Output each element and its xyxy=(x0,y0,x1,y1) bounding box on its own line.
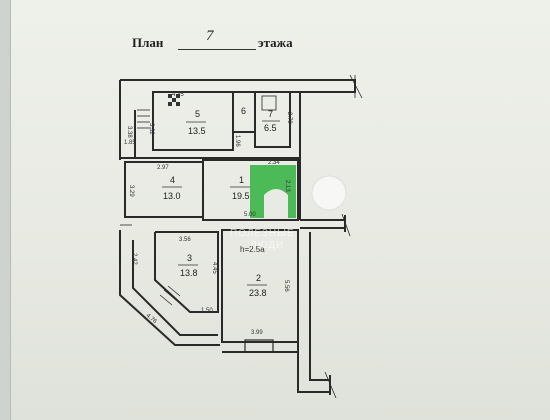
room-1-number: 1 xyxy=(239,175,244,185)
dim-label: 1.96 xyxy=(234,135,240,147)
floor-underline xyxy=(178,49,256,50)
floor-label: этажа xyxy=(258,35,293,50)
room-2-area: 23.8 xyxy=(249,288,267,298)
height-label: h=2.5a xyxy=(240,245,265,254)
watermark-line1: ПОЛЕЗНЫЕ xyxy=(230,228,295,239)
dim-label: 5.00 xyxy=(244,212,256,218)
room-4-area: 13.0 xyxy=(163,191,181,201)
room-7-number: 7 xyxy=(268,109,273,119)
room-2-number: 2 xyxy=(256,273,261,283)
dim-label: 4.45 xyxy=(211,262,217,274)
dim-label: 2.34 xyxy=(268,160,280,166)
room-6-number: 6 xyxy=(241,106,246,116)
dim-label: 2.13 xyxy=(284,180,290,192)
dim-label: 3.32 xyxy=(148,123,154,135)
dim-label: 5.56 xyxy=(283,280,289,292)
plan-label: План xyxy=(132,35,164,50)
room-4-number: 4 xyxy=(170,175,175,185)
dim-label: 4.35 xyxy=(172,92,184,98)
dim-label: 1.50 xyxy=(201,308,213,314)
dim-label: 2.79 xyxy=(286,112,292,124)
dim-label: 4.76 xyxy=(145,313,158,326)
dim-label: 3.56 xyxy=(179,237,191,243)
room-7-area: 6.5 xyxy=(264,123,277,133)
room-5-area: 13.5 xyxy=(188,126,206,136)
room-3-area: 13.8 xyxy=(180,268,198,278)
room-5-number: 5 xyxy=(195,109,200,119)
floor-number: 7 xyxy=(206,28,214,44)
room-1-area: 19.5 xyxy=(232,191,250,201)
dim-label: 1.85 xyxy=(124,140,136,146)
dim-label: 3.38 xyxy=(126,126,132,138)
floor-plan-sheet xyxy=(10,0,550,420)
dim-label: 2.97 xyxy=(157,165,169,171)
room-3-number: 3 xyxy=(187,253,192,263)
dim-label: 2.42 xyxy=(131,253,137,265)
dim-label: 3.29 xyxy=(128,185,134,197)
dim-label: 3.99 xyxy=(251,330,263,336)
watermark-line2: ЛЮДИ xyxy=(250,240,285,251)
